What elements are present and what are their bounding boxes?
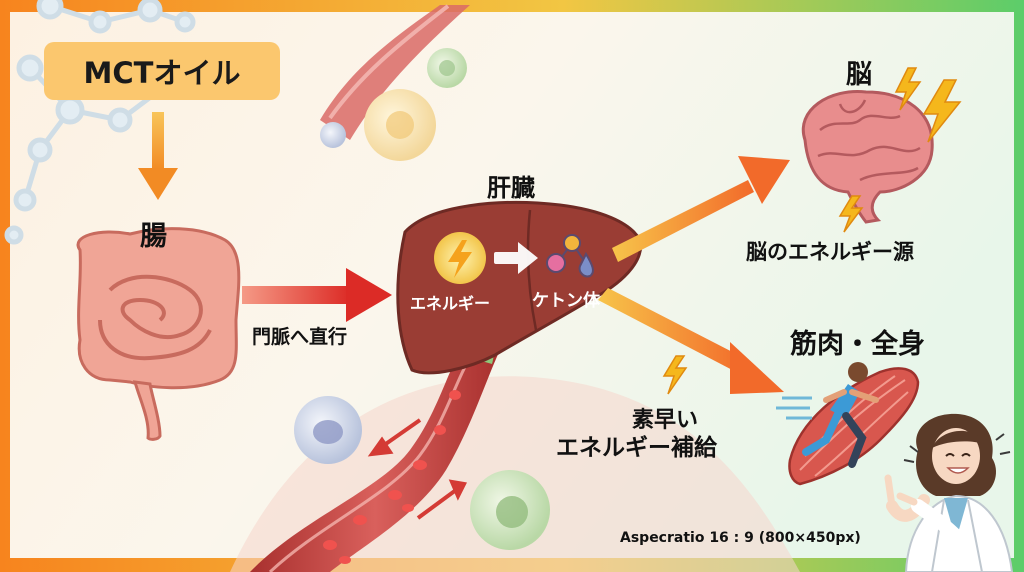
runner-icon — [776, 362, 879, 468]
arrow-mct-to-intestine — [138, 112, 178, 200]
muscle-label: 筋肉・全身 — [790, 329, 925, 360]
lightning-icon — [662, 67, 962, 395]
intestine-icon — [76, 227, 241, 441]
ketone-label: ケトン体 — [532, 291, 600, 311]
cell-icon — [294, 48, 550, 550]
brain-icon — [801, 90, 934, 224]
ketone-molecule-icon — [546, 234, 594, 278]
liver-energy-label: エネルギー — [410, 294, 491, 313]
aspect-note: Aspecratio 16 : 9 (800×450px) — [620, 530, 861, 546]
blood-vessel-icon — [320, 5, 470, 140]
brain-energy-label: 脳のエネルギー源 — [746, 240, 914, 264]
energy-burst-icon — [434, 232, 486, 284]
arrow-liver-to-muscle — [598, 288, 784, 394]
quick-energy-line1: 素早い — [631, 408, 698, 433]
brain-label: 脳 — [846, 60, 873, 90]
mct-oil-label: MCTオイル — [83, 56, 241, 90]
arrow-liver-to-brain — [612, 156, 790, 262]
doctor-icon — [884, 413, 1014, 572]
quick-energy-line2: エネルギー補給 — [556, 435, 717, 461]
intestine-label: 腸 — [140, 221, 167, 252]
mct-oil-box: MCTオイル — [44, 42, 280, 100]
portal-vein-label: 門脈へ直行 — [252, 326, 348, 348]
liver-label: 肝臓 — [487, 174, 535, 202]
arrow-portal-vein — [242, 268, 392, 322]
blood-flow-arrow — [367, 418, 467, 520]
arrow-energy-to-ketone — [494, 242, 538, 274]
